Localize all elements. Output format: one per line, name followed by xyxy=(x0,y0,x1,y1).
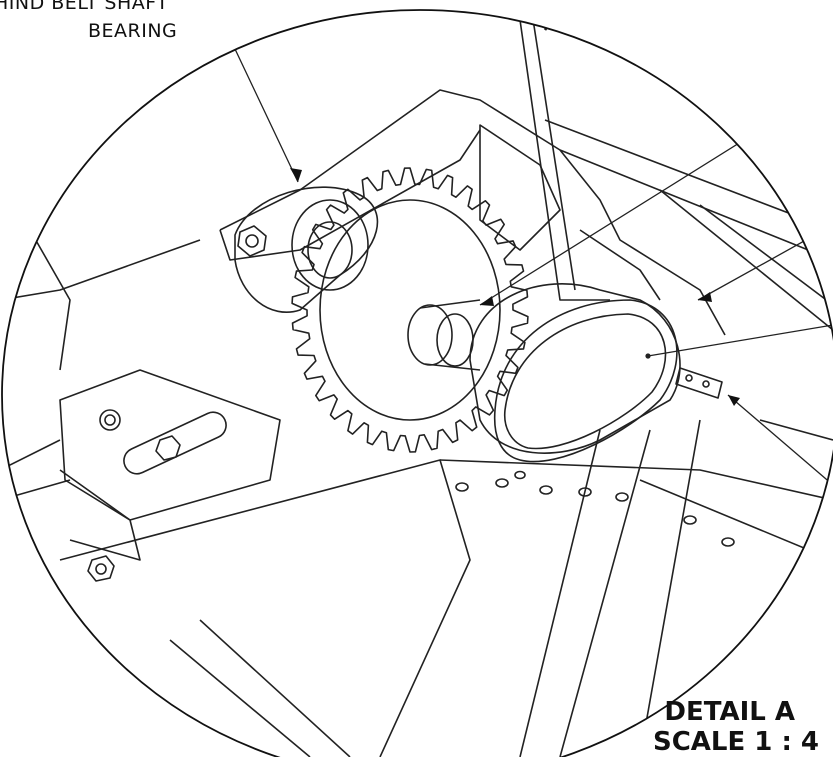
gear-motor xyxy=(469,283,681,463)
perforated-plate xyxy=(59,419,833,757)
detail-scale: SCALE 1 : 4 xyxy=(653,727,819,757)
shaft xyxy=(407,299,481,371)
detail-circle xyxy=(1,9,833,757)
leader-arrowheads xyxy=(290,168,740,406)
bearing-label-line2: BEARING xyxy=(88,20,178,42)
belt-shaft-bearing xyxy=(234,186,379,313)
detail-title: DETAIL A xyxy=(664,697,795,727)
leader-lines xyxy=(200,10,833,486)
mounting-bracket xyxy=(219,89,726,336)
mounting-tab xyxy=(675,367,723,399)
sprocket-gear xyxy=(291,167,529,453)
bearing-label-line1: HIND BELT SHAFT xyxy=(0,0,169,14)
side-bracket xyxy=(59,369,281,582)
